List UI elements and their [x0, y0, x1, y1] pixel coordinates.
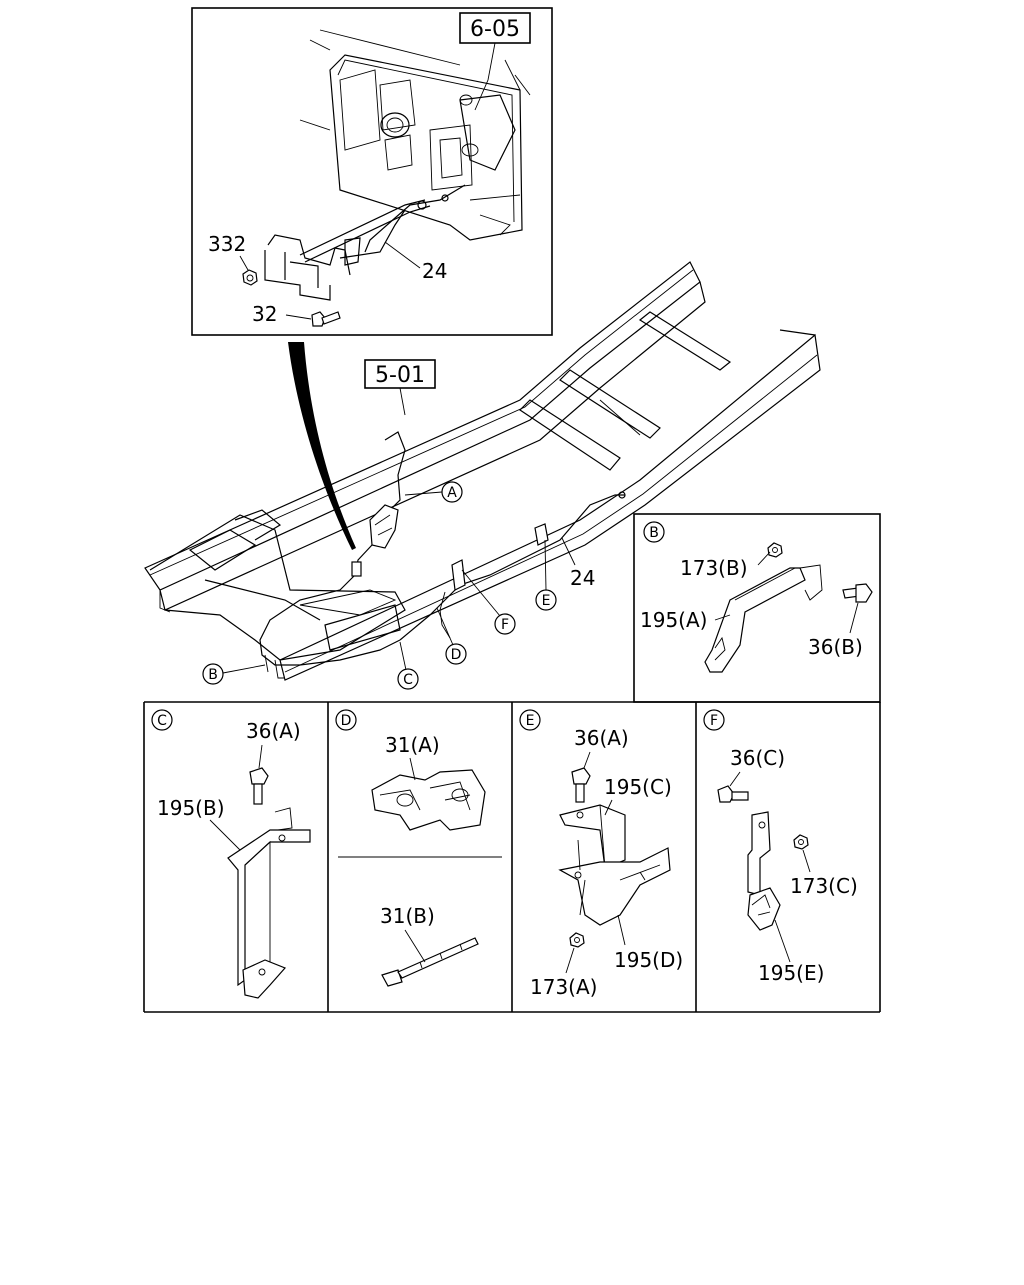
ref-5-01-text: 5-01	[375, 363, 425, 388]
panel-E-label-upper: 195(C)	[604, 775, 672, 799]
callout-F: F	[461, 569, 516, 635]
callout-B-text: B	[208, 667, 218, 683]
panel-C: C 36(A) 195(B)	[151, 709, 311, 999]
bolt-32: 32	[252, 302, 341, 327]
ref-6-05-text: 6-05	[470, 17, 520, 42]
panel-F-letter: F	[710, 713, 718, 729]
panel-F: F 36(C) 173(C) 195(E)	[703, 709, 858, 985]
panel-E-letter: E	[526, 713, 535, 729]
callout-D-text: D	[451, 647, 462, 663]
chassis-frame: 5-01	[144, 261, 821, 681]
callout-C-text: C	[403, 672, 413, 688]
panel-B-label-bolt: 36(B)	[808, 635, 863, 659]
top-bracket-assembly	[264, 184, 466, 301]
detail-top: 6-05	[191, 7, 553, 336]
panel-E-label-lower: 195(D)	[614, 948, 683, 972]
panel-B-label-bracket: 195(A)	[640, 608, 707, 632]
panel-E: E 36(A) 195(C) 195(D) 173(A)	[519, 709, 683, 999]
ref-box-5-01: 5-01	[364, 359, 436, 416]
panel-D-label-clip: 31(A)	[385, 733, 440, 757]
panel-F-label-nut: 173(C)	[790, 874, 858, 898]
panel-D: D 31(A) 31(B)	[335, 709, 502, 987]
panel-F-label-bracket: 195(E)	[758, 961, 824, 985]
panel-F-label-bolt: 36(C)	[730, 746, 785, 770]
panel-C-label-bolt: 36(A)	[246, 719, 301, 743]
panel-D-letter: D	[341, 713, 352, 729]
callout-A: A	[404, 481, 463, 503]
callout-E-text: E	[542, 593, 551, 609]
detail-pointer	[288, 342, 356, 550]
callout-E: E	[535, 539, 557, 611]
label-332: 332	[208, 232, 246, 256]
label-24-main: 24	[570, 566, 595, 590]
callout-D: D	[436, 607, 467, 665]
nut-332: 332	[208, 232, 258, 286]
panel-C-letter: C	[157, 713, 167, 729]
main-callouts: A B C D F E 24	[202, 481, 595, 690]
panel-E-label-nut: 173(A)	[530, 975, 597, 999]
panel-D-label-tie: 31(B)	[380, 904, 435, 928]
ref-box-6-05: 6-05	[459, 12, 531, 111]
callout-B: B	[202, 663, 266, 685]
panel-B: B 173(B) 195(A) 36(B)	[633, 513, 881, 703]
bulkhead-panel	[299, 29, 531, 241]
callout-A-text: A	[447, 485, 457, 501]
panel-B-letter: B	[649, 525, 659, 541]
label-24-top: 24	[422, 259, 447, 283]
callout-C: C	[397, 641, 419, 690]
sensor-assembly-A	[259, 431, 626, 666]
panel-E-label-bolt: 36(A)	[574, 726, 629, 750]
detail-top-frame	[191, 7, 553, 336]
label-32: 32	[252, 302, 277, 326]
callout-F-text: F	[501, 617, 509, 633]
panel-B-label-nut: 173(B)	[680, 556, 748, 580]
panel-C-label-bracket: 195(B)	[157, 796, 225, 820]
